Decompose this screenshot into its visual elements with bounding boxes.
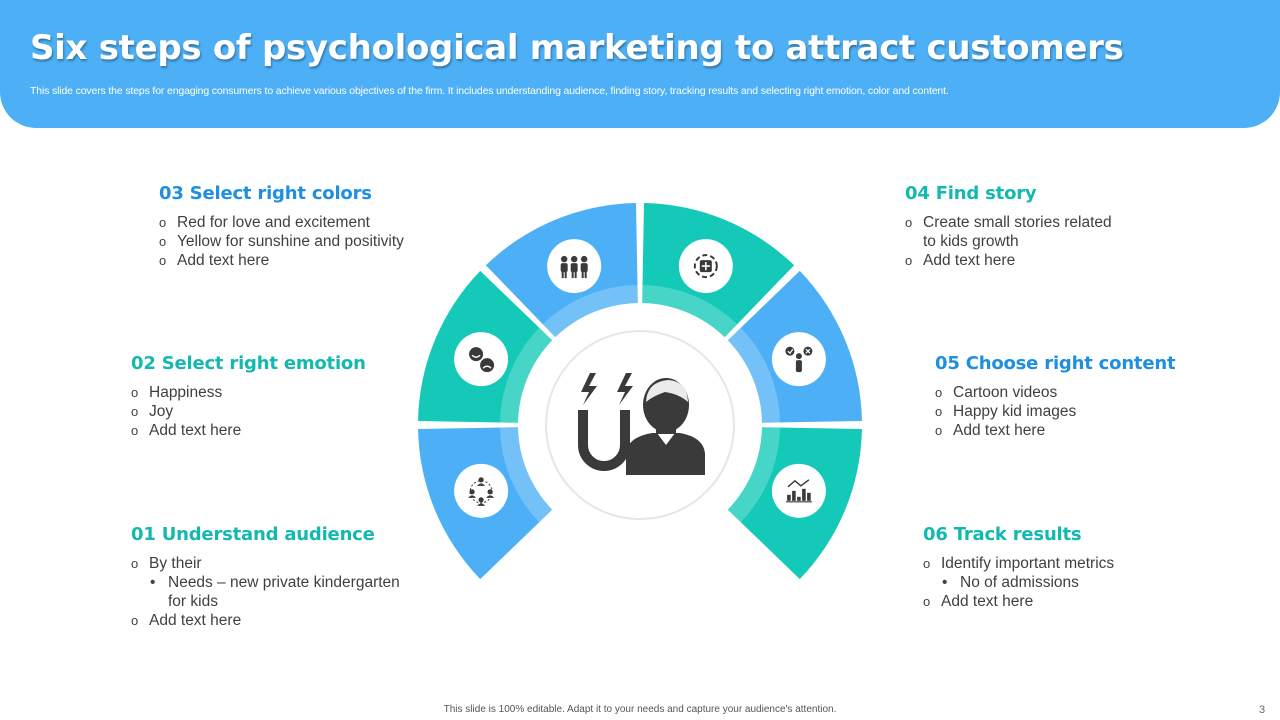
emoji-faces-icon (454, 332, 509, 387)
step-title: 04 Find story (905, 183, 1037, 204)
step-title: 01 Understand audience (131, 524, 375, 545)
segment-inner-band (500, 427, 553, 523)
icon-badge (771, 463, 826, 518)
header-banner: Six steps of psychological marketing to … (0, 0, 1280, 128)
step-title: 02 Select right emotion (131, 353, 366, 374)
slide-title: Six steps of psychological marketing to … (30, 28, 1124, 68)
group-people-icon (547, 239, 602, 294)
segment-inner-band (727, 427, 780, 523)
step-title: 06 Track results (923, 524, 1082, 545)
sub-bullet-item: •Needs – new private kindergarten (150, 574, 400, 591)
focus-target-icon (678, 239, 733, 294)
icon-badge (454, 463, 509, 518)
sub-bullet-continuation: for kids (168, 593, 218, 610)
sub-bullet-item: •No of admissions (942, 574, 1079, 591)
bar-chart-icon (771, 463, 826, 518)
slide-subtitle: This slide covers the steps for engaging… (30, 85, 949, 97)
footer-note: This slide is 100% editable. Adapt it to… (443, 704, 837, 715)
magnet-and-person-icon (578, 373, 705, 475)
people-network-icon (454, 463, 509, 518)
person-decision-icon (771, 332, 826, 387)
segment-inner-band (727, 327, 780, 423)
center-hub (545, 330, 735, 520)
step-title: 03 Select right colors (159, 183, 372, 204)
segment-inner-band (500, 327, 553, 423)
page-number: 3 (1259, 704, 1266, 716)
icon-badge (454, 332, 509, 387)
segment-inner-band (542, 285, 638, 338)
step-title: 05 Choose right content (935, 353, 1176, 374)
segment-inner-band (642, 285, 738, 338)
bullet-continuation: to kids growth (923, 233, 1019, 250)
